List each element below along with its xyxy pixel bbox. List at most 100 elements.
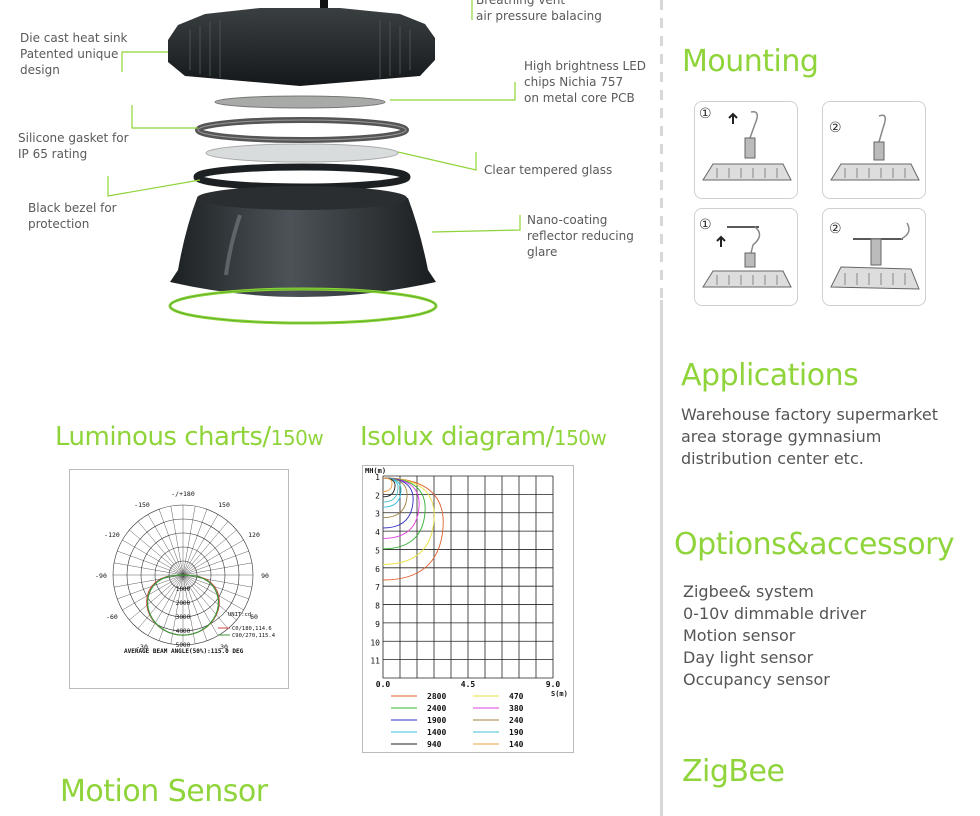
- mounting-step-card: ①: [694, 101, 798, 199]
- polar-spoke: [170, 506, 184, 576]
- hook-mount-icon: [702, 111, 792, 181]
- isolux-x-tick: 9.0: [546, 680, 561, 689]
- polar-spoke: [117, 550, 184, 576]
- exploded-lamp-drawing: [107, 0, 521, 325]
- mounting-step-card: ②: [822, 208, 926, 306]
- luminous-title: Luminous charts/: [55, 422, 271, 452]
- applications-heading: Applications: [681, 358, 859, 393]
- isolux-legend-label: 190: [509, 728, 524, 737]
- callout-reflector: Nano-coating reflector reducing glare: [527, 213, 634, 259]
- callout-black-bezel: Black bezel for protection: [28, 201, 117, 231]
- luminous-suffix: 150w: [270, 426, 324, 450]
- polar-spoke: [129, 574, 184, 621]
- step-number: ①: [699, 217, 712, 233]
- option-item: Day light sensor: [683, 648, 814, 667]
- polar-angle-label: -/+180: [171, 490, 195, 498]
- polar-legend-label: C0/180,114.6: [232, 626, 272, 632]
- polar-spoke: [182, 506, 196, 576]
- isolux-y-tick: 6: [375, 565, 380, 574]
- isolux-y-tick: 2: [375, 491, 380, 500]
- step-number: ②: [829, 120, 842, 136]
- option-item: Occupancy sensor: [683, 670, 830, 689]
- luminous-heading: Luminous charts/150w: [55, 422, 324, 452]
- polar-angle-label: -120: [104, 531, 120, 539]
- polar-spoke: [182, 574, 229, 629]
- polar-spoke: [182, 562, 252, 576]
- polar-spoke: [114, 562, 184, 576]
- isolux-contour: [382, 477, 444, 581]
- isolux-contour: [382, 477, 420, 539]
- ceiling-mount-icon: [830, 222, 920, 290]
- polar-beam-note: AVERAGE BEAM ANGLE(50%):115.0 DEG: [124, 648, 244, 655]
- polar-radial-label: 3000: [176, 614, 191, 621]
- isolux-y-tick: 4: [375, 528, 380, 537]
- isolux-legend-label: 940: [427, 740, 442, 749]
- isolux-legend-label: 470: [509, 692, 524, 701]
- isolux-contour: [382, 477, 393, 493]
- isolux-y-tick: 8: [375, 602, 380, 611]
- dashed-divider: [660, 0, 663, 300]
- isolux-y-tick: 1: [375, 473, 380, 482]
- polar-radial-label: 4000: [176, 628, 191, 635]
- motion-sensor-heading: Motion Sensor: [60, 774, 268, 809]
- polar-spoke: [182, 574, 237, 621]
- product-illustration: [0, 0, 650, 380]
- polar-spoke: [182, 574, 219, 636]
- isolux-y-tick: 5: [375, 546, 380, 555]
- options-list: Zigbee& system 0-10v dimmable driver Mot…: [683, 581, 866, 691]
- polar-radial-label: 2000: [176, 600, 191, 607]
- isolux-y-tick: 3: [375, 510, 380, 519]
- isolux-legend-label: 1900: [427, 716, 446, 725]
- isolux-contour: [382, 477, 414, 529]
- isolux-legend-label: 140: [509, 740, 524, 749]
- isolux-suffix: 150w: [553, 426, 607, 450]
- polar-spoke: [129, 529, 184, 576]
- polar-spoke: [117, 574, 184, 600]
- polar-spoke: [137, 574, 184, 629]
- polar-angle-label: 60: [250, 613, 258, 621]
- isolux-heading: Isolux diagram/150w: [360, 422, 607, 452]
- isolux-contour: [382, 477, 399, 503]
- polar-spoke: [158, 509, 184, 576]
- polar-spoke: [182, 529, 237, 576]
- zigbee-heading: ZigBee: [682, 754, 785, 789]
- step-number: ①: [699, 106, 712, 122]
- ceiling-mount-icon: [702, 226, 792, 288]
- polar-spoke: [182, 574, 196, 644]
- polar-legend-label: C90/270,115.4: [232, 633, 276, 639]
- hook-mount-icon: [830, 114, 920, 181]
- polar-spoke: [182, 550, 249, 576]
- callout-led-chips: High brightness LED chips Nichia 757 on …: [524, 59, 647, 105]
- polar-angle-label: -90: [95, 572, 107, 580]
- polar-spoke: [122, 574, 184, 611]
- polar-angle-label: -150: [134, 501, 150, 509]
- option-item: Zigbee& system: [683, 582, 814, 601]
- callout-silicone-gasket: Silicone gasket for IP 65 rating: [18, 131, 129, 161]
- step-number: ②: [829, 221, 842, 237]
- isolux-y-tick: 9: [375, 620, 380, 629]
- polar-spoke: [170, 574, 184, 644]
- applications-text: Warehouse factory supermarket area stora…: [681, 405, 938, 468]
- polar-spoke: [182, 509, 208, 576]
- mounting-step-card: ①: [694, 208, 798, 306]
- isolux-xlabel: S(m): [551, 690, 568, 698]
- polar-angle-label: 30: [220, 643, 228, 651]
- mounting-heading: Mounting: [682, 44, 819, 79]
- callout-breathing-vent: Breathing vent air pressure balacing: [476, 0, 602, 23]
- isolux-title: Isolux diagram/: [360, 422, 554, 452]
- polar-spoke: [182, 574, 249, 600]
- polar-angle-label: -30: [136, 643, 148, 651]
- option-item: Motion sensor: [683, 626, 796, 645]
- polar-spoke: [137, 521, 184, 576]
- polar-spoke: [147, 574, 184, 636]
- option-item: 0-10v dimmable driver: [683, 604, 867, 623]
- polar-spoke: [182, 574, 244, 611]
- isolux-y-tick: 10: [370, 638, 380, 647]
- polar-spoke: [122, 539, 184, 576]
- polar-unit-label: UNIT:cd: [228, 612, 251, 618]
- isolux-contour: [382, 477, 408, 519]
- isolux-legend-label: 2400: [427, 704, 446, 713]
